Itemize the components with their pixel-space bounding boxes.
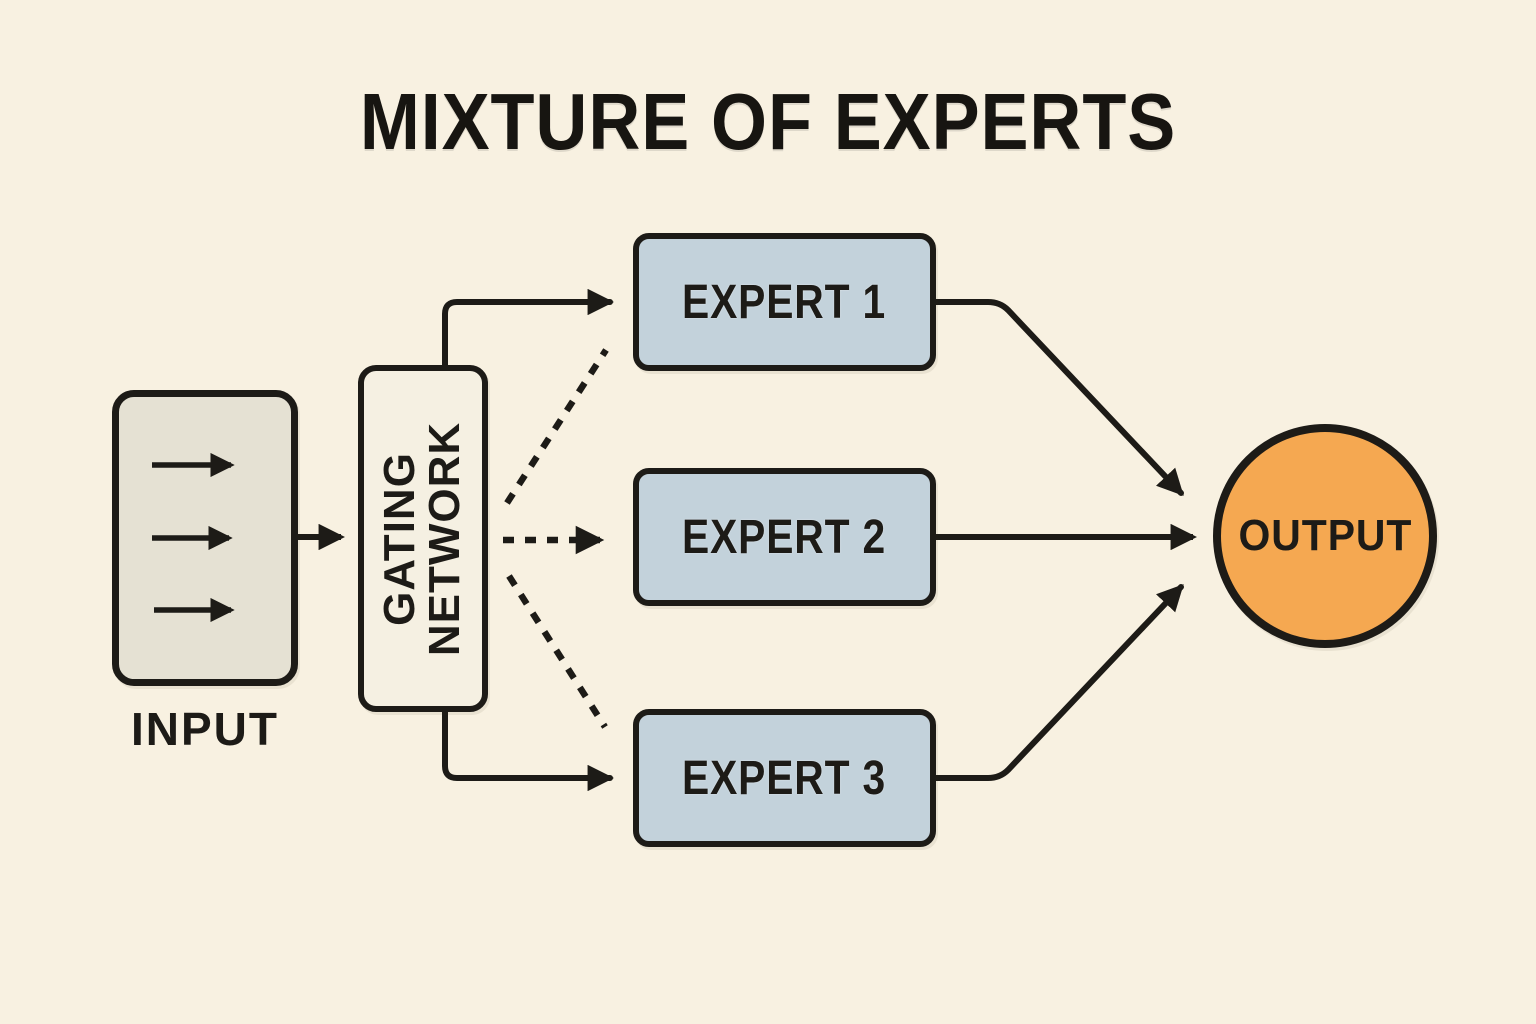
expert-3-node: EXPERT 3 — [633, 709, 936, 847]
edge-expert1-output — [933, 299, 1184, 496]
output-label: OUTPUT — [1238, 511, 1412, 560]
edge-gating-expert3-solid — [442, 707, 614, 792]
diagram-title: MIXTURE OF EXPERTS — [359, 77, 1177, 166]
edge-gating-expert3-dashed — [506, 574, 608, 729]
gating-network-node: GATING NETWORK — [358, 365, 488, 712]
edge-gating-expert1-dashed — [504, 348, 609, 505]
gating-label-line2: NETWORK — [420, 421, 469, 656]
gating-network-label: GATING NETWORK — [375, 421, 469, 656]
edge-expert3-output — [933, 584, 1184, 781]
expert-2-label: EXPERT 2 — [682, 510, 887, 564]
input-node — [112, 390, 298, 686]
gating-label-line1: GATING — [375, 451, 425, 626]
expert-1-label: EXPERT 1 — [682, 275, 887, 329]
expert-1-node: EXPERT 1 — [633, 233, 936, 371]
input-label: INPUT — [131, 703, 279, 755]
output-node: OUTPUT — [1213, 424, 1437, 648]
expert-2-node: EXPERT 2 — [633, 468, 936, 606]
edge-gating-expert1-solid — [442, 288, 614, 370]
input-arrows-icon — [152, 452, 235, 623]
expert-3-label: EXPERT 3 — [682, 751, 887, 805]
